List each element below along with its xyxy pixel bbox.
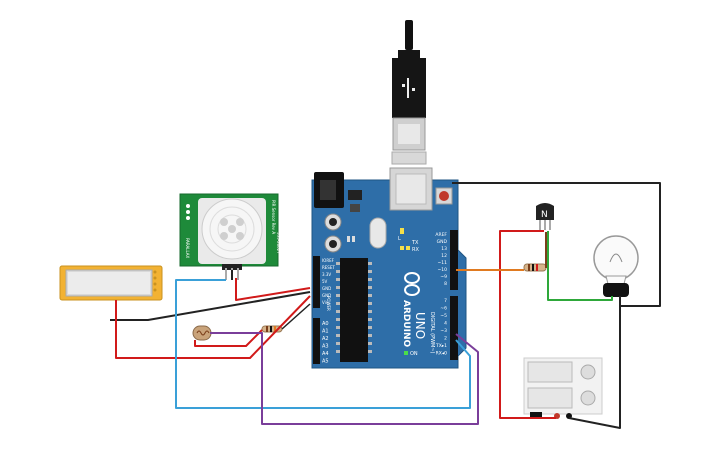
header-pin-label: RESET [322, 265, 335, 270]
header-pin-label: IOREF [322, 258, 335, 263]
wire-transistor-bulb[interactable] [547, 231, 613, 301]
wire-5v-pir[interactable] [235, 278, 311, 301]
header-pin-label: A0 [322, 321, 329, 327]
power-supply[interactable] [523, 357, 603, 419]
pir-part-number: 555-28027 [276, 232, 281, 254]
header-pin-label: A4 [322, 351, 329, 357]
header-pin-label: ~6 [440, 306, 447, 312]
header-pin-label: 5V [322, 279, 328, 284]
header-pin-label: GND [322, 286, 331, 291]
wire-ldr-signal[interactable] [210, 332, 479, 425]
digital-header-title: DIGITAL (PWM~) [429, 312, 435, 354]
transistor-label: N [541, 210, 548, 220]
npn-transistor[interactable]: N [536, 203, 554, 230]
header-pin-label: A3 [322, 344, 329, 350]
pir-brand-label: PARALLAX [185, 238, 190, 259]
header-pin-label: 7 [444, 298, 447, 304]
l-led-label: L [398, 236, 401, 242]
resistor-2[interactable] [523, 263, 547, 272]
rx-led-label: RX [412, 247, 419, 253]
header-pin-label: A1 [322, 329, 329, 335]
wire-gnd-bulb[interactable] [452, 182, 661, 307]
header-pin-label: A2 [322, 336, 329, 342]
on-led-label: ON [410, 351, 418, 357]
wires [110, 182, 661, 429]
header-pin-label: GND [322, 293, 331, 298]
header-pin-label: A5 [322, 359, 329, 365]
atmega-chip [340, 258, 368, 362]
header-pin-label: 13 [441, 246, 447, 252]
wire-5v-lcd[interactable] [115, 295, 311, 359]
header-pin-label: ~3 [440, 328, 447, 334]
wire-pir-signal[interactable] [175, 279, 471, 409]
digital-header-bottom[interactable] [450, 296, 458, 360]
wire-supply-neg[interactable] [568, 296, 621, 429]
digital-header-top[interactable] [450, 230, 458, 290]
header-pin-label: ~5 [440, 313, 447, 319]
header-pin-label: GND [437, 239, 448, 245]
crystal-oscillator [369, 217, 387, 249]
header-pin-label: 2 [444, 336, 447, 342]
tx-led-label: TX [411, 240, 419, 246]
arduino-uno-board[interactable]: L TX RX ARDUINO UNO DIGITAL (PWM~) ON IO… [311, 167, 467, 369]
analog-header[interactable] [313, 318, 320, 364]
usb-symbol-icon [402, 78, 415, 98]
header-pin-label: AREF [435, 232, 447, 238]
arduino-logo-icon [404, 272, 420, 296]
header-pin-label: Vin [322, 300, 329, 305]
lcd-display[interactable] [59, 265, 163, 301]
header-pin-label: 8 [444, 281, 447, 287]
pir-title-label: PIR Sensor Rev A [271, 200, 276, 234]
photoresistor[interactable] [192, 325, 212, 341]
model-label: UNO [413, 312, 427, 339]
wire-gnd-lcd[interactable] [110, 291, 311, 321]
header-pin-label: 12 [441, 253, 447, 259]
header-pin-label: 3.3V [322, 272, 331, 277]
wire-supply-pos[interactable] [499, 230, 556, 419]
header-pin-label: ~10 [438, 267, 448, 273]
header-pin-label: RX◂0 [436, 351, 447, 357]
header-pin-label: TX▸1 [435, 343, 447, 349]
header-pin-label: 4 [444, 321, 447, 327]
power-header-title: POWER [326, 296, 331, 311]
brand-label: ARDUINO [401, 300, 411, 348]
light-bulb[interactable] [593, 235, 639, 297]
header-pin-label: ~11 [438, 260, 448, 266]
header-pin-label: ~9 [440, 274, 447, 280]
bulb-socket [603, 283, 629, 297]
pir-sensor[interactable]: PARALLAX PIR Sensor Rev A 555-28027 [179, 193, 281, 280]
power-header[interactable] [313, 256, 320, 308]
usb-cable[interactable] [391, 20, 427, 165]
